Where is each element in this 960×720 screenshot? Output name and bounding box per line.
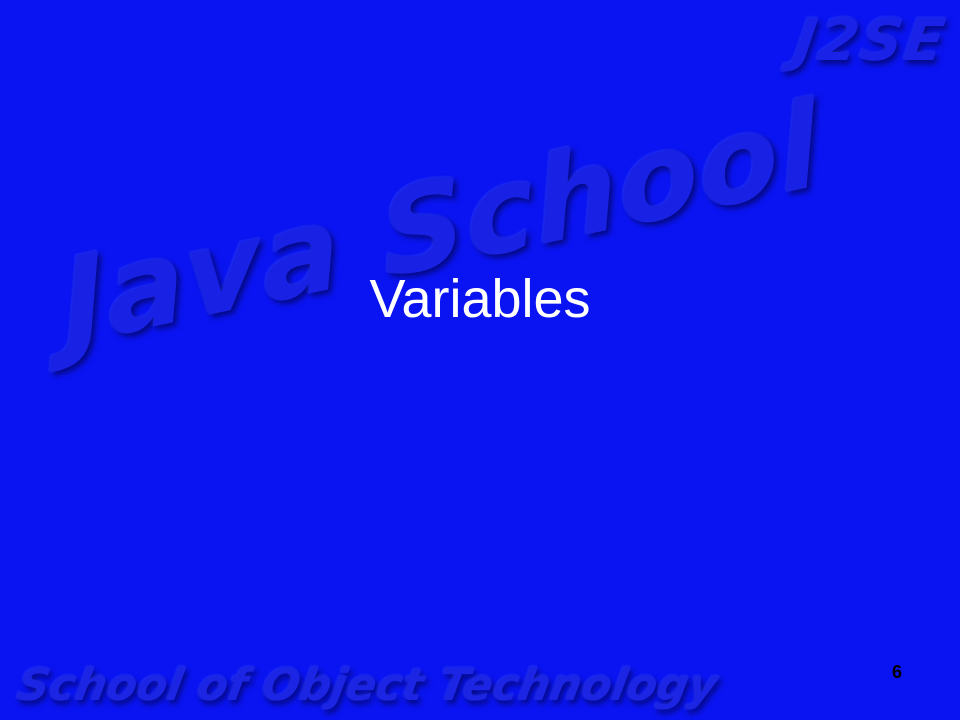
slide-page-number: 6 (891, 662, 902, 682)
j2se-watermark-logo: J2SE (789, 6, 951, 74)
school-of-object-technology-watermark-logo: School of Object Technology (13, 660, 723, 711)
slide-title: Variables (369, 269, 591, 329)
